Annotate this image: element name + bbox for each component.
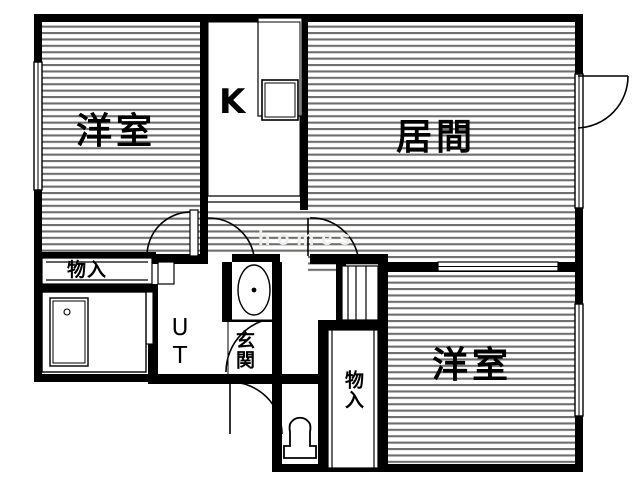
wall-left-upper: [34, 14, 42, 64]
wall-right-seg3: [575, 414, 583, 472]
wall-entrance-right: [272, 312, 282, 382]
wall-entrance-bottom: [222, 374, 282, 384]
wall-ut-bottom: [148, 374, 232, 384]
wall-closet-br-left: [318, 320, 328, 470]
wall-left-room-bottom: [38, 252, 156, 260]
wall-closet-left-bottom: [38, 284, 156, 292]
outline-entrance: [227, 319, 275, 377]
wall-corridor-bottom-b: [232, 254, 280, 264]
wall-top: [38, 14, 583, 22]
door-kitchen: [205, 217, 255, 257]
floor-corridor: [204, 210, 308, 254]
watermark-text: homes: [258, 228, 358, 250]
room-label-entrance: 玄関: [233, 330, 255, 370]
door-balcony: [577, 75, 629, 129]
windows: [33, 61, 584, 417]
wall-bottom-mid: [272, 464, 583, 472]
wall-corridor-bottom-a: [140, 254, 208, 264]
wall-closet-br-right: [378, 262, 388, 470]
wall-closet-br-top: [318, 320, 388, 330]
room-label-bedroom-bottom-right: 洋室: [432, 345, 513, 386]
room-label-living-room: 居間: [396, 117, 477, 158]
floor-living-room: [308, 18, 583, 272]
wall-bottom-left: [34, 374, 154, 382]
outline-kitchen: [207, 21, 301, 197]
closet-door-lines: [41, 257, 379, 469]
room-label-kitchen: K: [219, 82, 246, 122]
room-label-closet-bottom: 物入: [342, 370, 364, 410]
wall-toilet-left: [272, 374, 282, 470]
closet-left-stub: [157, 261, 175, 285]
floor-fills: [38, 18, 583, 468]
room-label-bedroom-top-left: 洋室: [76, 111, 157, 152]
room-label-closet-left: 物入: [67, 259, 108, 281]
floor-bedroom-bottom-right: [386, 272, 583, 468]
bathtub-drain: [63, 308, 71, 316]
wall-ut-right-upper: [222, 262, 232, 320]
utility-label-line: UT: [167, 315, 193, 371]
wall-kitchen-left: [200, 14, 208, 256]
wall-toilet-top: [272, 374, 328, 384]
closet-br-outline: [327, 329, 379, 469]
door-entrance: [229, 381, 283, 435]
toilet: [283, 416, 317, 459]
wall-corridor-bottom-c: [310, 254, 388, 264]
wall-stub-b: [336, 262, 346, 320]
room-label-utility: UT: [167, 315, 208, 371]
room-outlines: [207, 21, 301, 377]
wall-kitchen-right: [300, 14, 308, 210]
fixtures: [41, 17, 317, 459]
door-bedroom-tl: [146, 209, 199, 257]
washbasin-drain: [251, 287, 257, 293]
wall-basin-right: [272, 262, 282, 320]
door-living: [307, 217, 359, 257]
wall-right-seg2: [575, 206, 583, 306]
wall-left-lower: [34, 188, 42, 374]
wall-right-seg1: [575, 14, 583, 76]
